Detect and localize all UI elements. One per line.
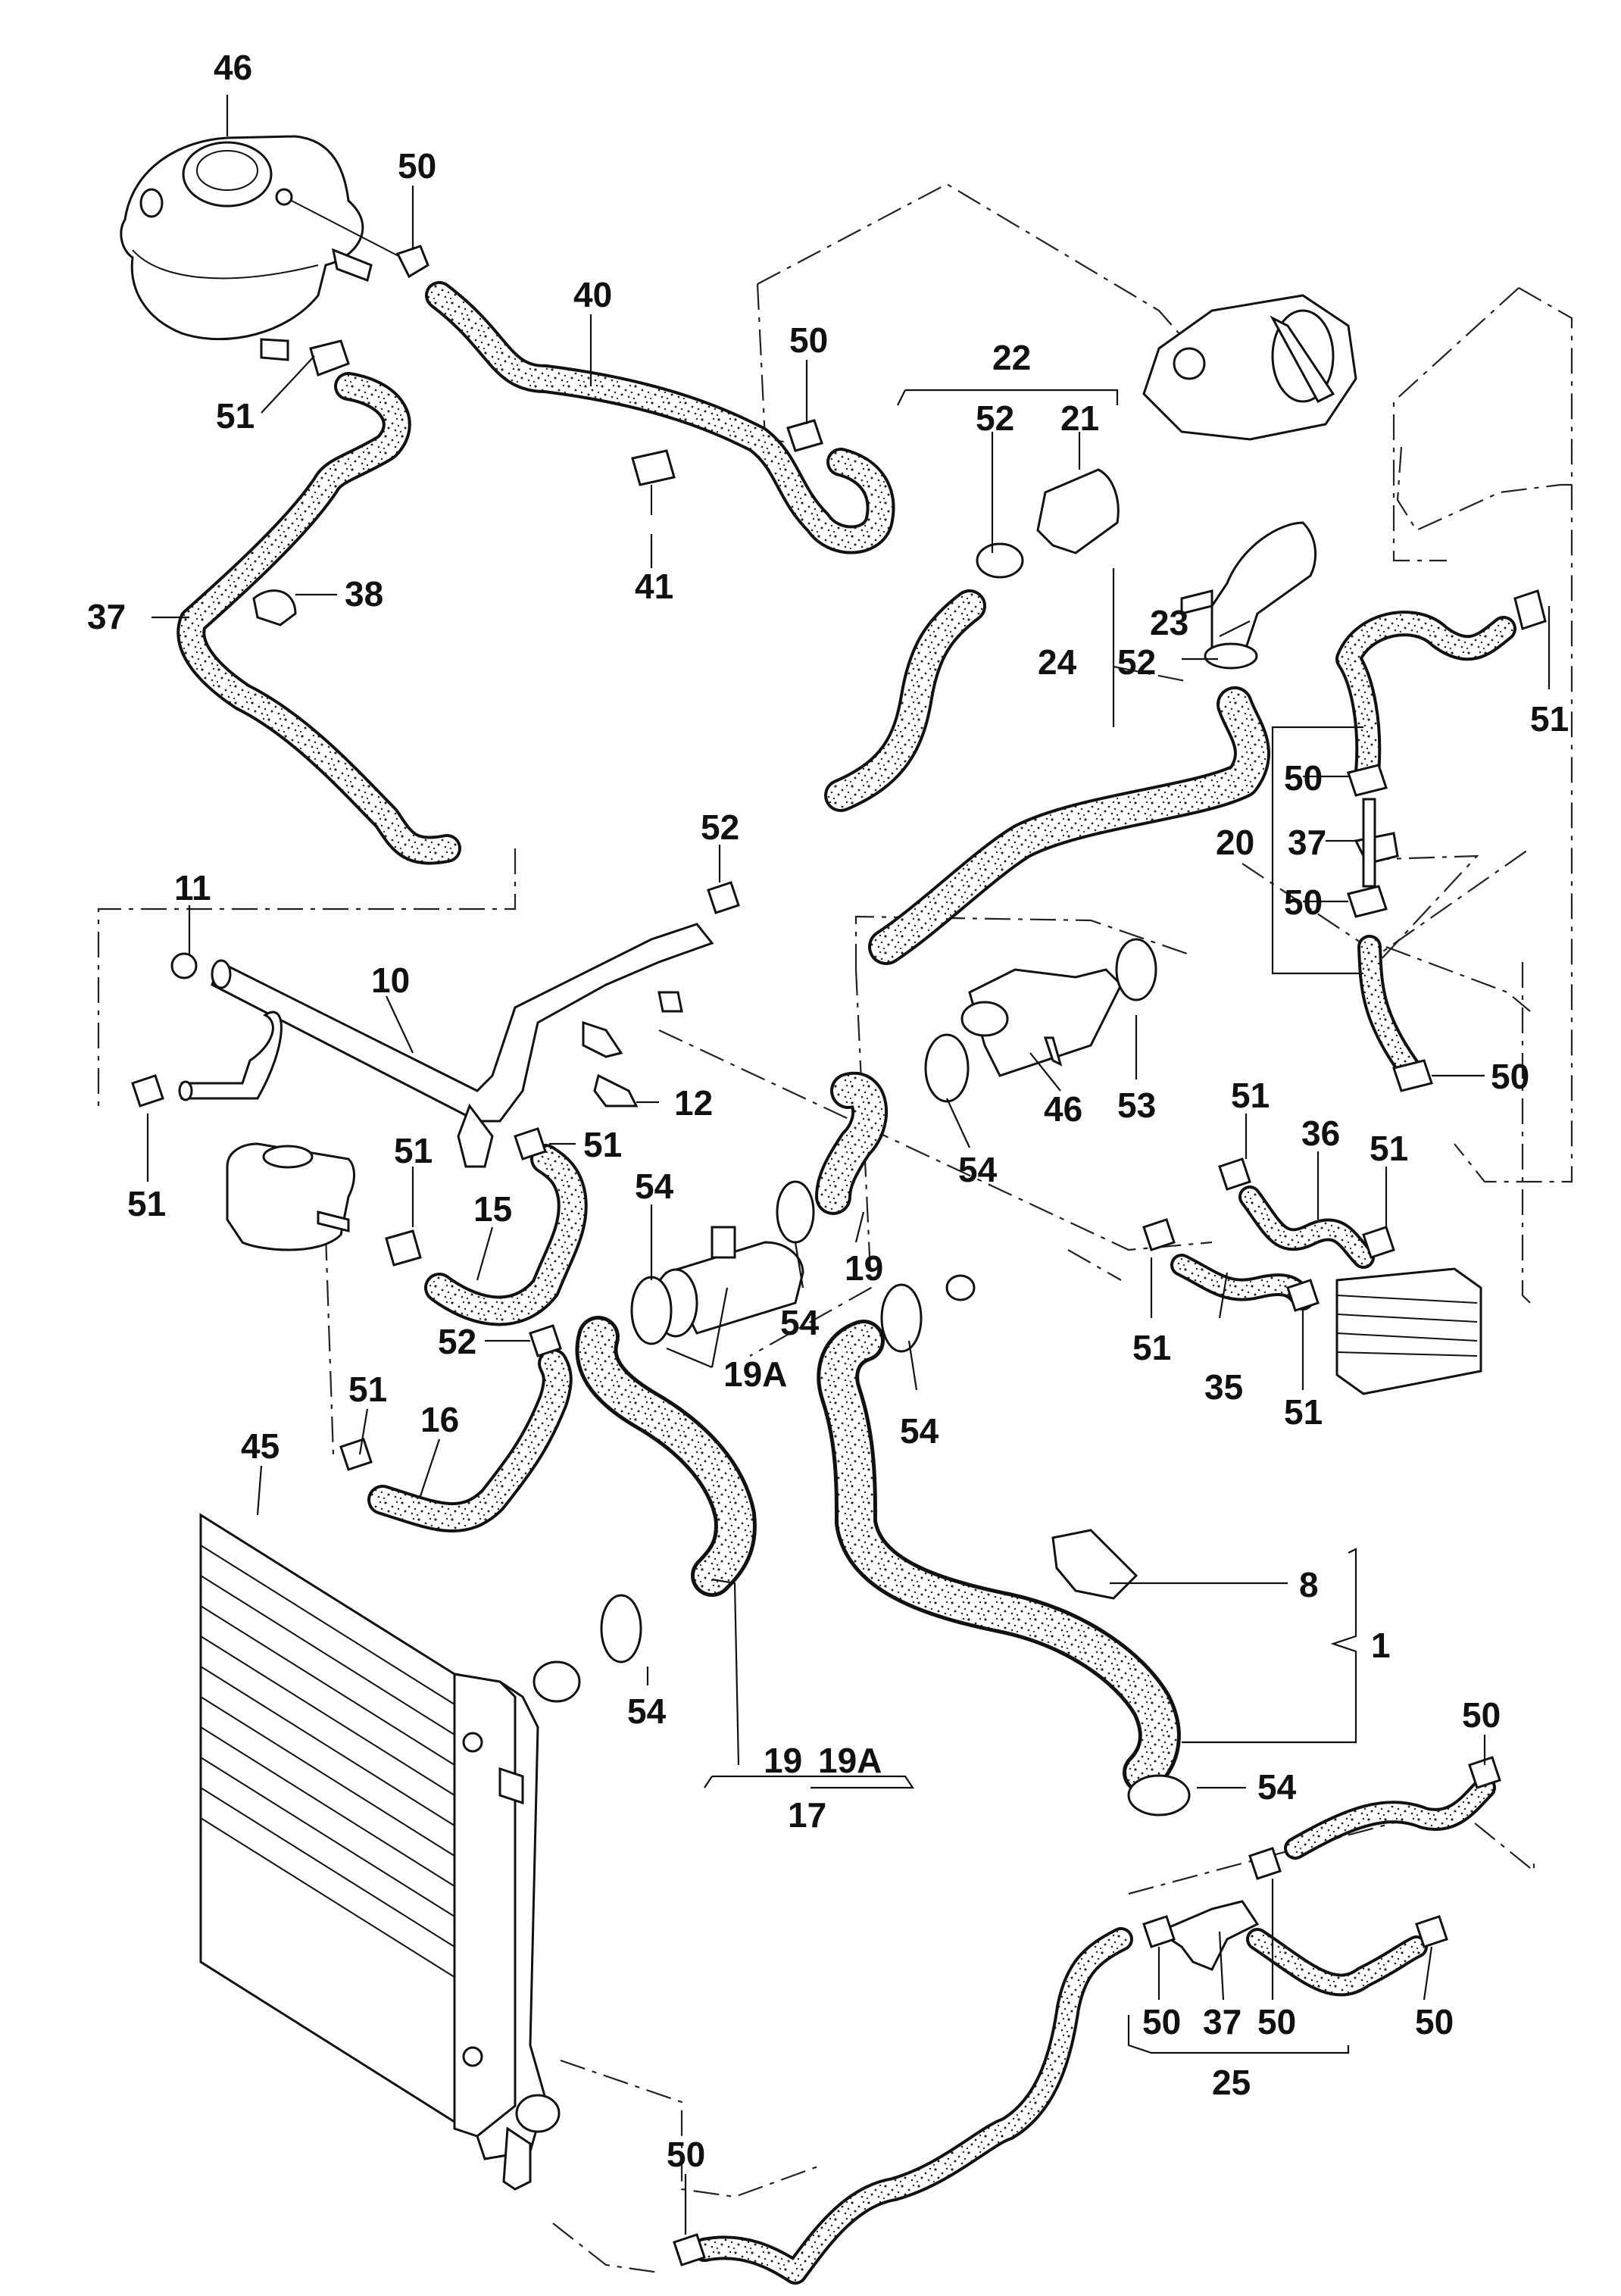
callout-52: 52 <box>438 1322 476 1361</box>
callout-37: 37 <box>1203 2002 1242 2041</box>
callout-20: 20 <box>1216 823 1254 862</box>
callout-52: 52 <box>976 398 1014 438</box>
callout-45: 45 <box>241 1426 280 1466</box>
callout-50: 50 <box>1284 882 1323 922</box>
callout-46: 46 <box>1044 1089 1082 1129</box>
callout-11: 11 <box>174 868 211 907</box>
callout-labels: 46 50 40 51 41 37 38 50 22 52 21 23 24 5… <box>87 48 1569 2174</box>
callout-40: 40 <box>573 275 612 314</box>
callout-19A: 19A <box>723 1354 787 1394</box>
callout-23: 23 <box>1150 603 1188 642</box>
callout-50: 50 <box>667 2135 705 2174</box>
callout-12: 12 <box>674 1083 713 1123</box>
callout-53: 53 <box>1117 1086 1156 1125</box>
callout-50: 50 <box>1415 2002 1454 2041</box>
callout-50: 50 <box>789 320 828 360</box>
callout-16: 16 <box>420 1400 459 1439</box>
callout-8: 8 <box>1299 1565 1319 1604</box>
callout-50: 50 <box>1142 2002 1181 2041</box>
callout-35: 35 <box>1204 1367 1243 1407</box>
callout-50: 50 <box>1462 1695 1501 1735</box>
callout-19A: 19A <box>818 1741 882 1780</box>
leader-lines <box>146 95 1551 2235</box>
callout-51: 51 <box>348 1370 387 1409</box>
callout-19: 19 <box>845 1248 883 1288</box>
callout-51: 51 <box>1132 1328 1171 1367</box>
callout-52: 52 <box>1117 642 1156 682</box>
callout-51: 51 <box>1370 1129 1408 1168</box>
callout-24: 24 <box>1038 642 1077 682</box>
callout-51: 51 <box>1530 699 1569 739</box>
callout-54: 54 <box>900 1411 939 1451</box>
callout-46: 46 <box>214 48 252 87</box>
callout-22: 22 <box>992 338 1031 377</box>
callout-52: 52 <box>701 808 739 847</box>
callout-1: 1 <box>1371 1626 1391 1665</box>
callout-37: 37 <box>1288 823 1326 862</box>
callout-51: 51 <box>127 1184 166 1223</box>
callout-25: 25 <box>1212 2063 1251 2102</box>
callout-38: 38 <box>345 574 383 614</box>
callout-37: 37 <box>87 597 126 636</box>
callout-51: 51 <box>583 1125 622 1164</box>
hoses <box>176 281 1516 2285</box>
callout-51: 51 <box>394 1131 433 1170</box>
callout-50: 50 <box>1257 2002 1296 2041</box>
callout-54: 54 <box>635 1167 674 1206</box>
expansion-tank <box>120 135 402 361</box>
callout-54: 54 <box>1257 1767 1297 1807</box>
callout-51: 51 <box>216 396 255 436</box>
callout-51: 51 <box>1284 1392 1323 1432</box>
rigid-parts <box>170 294 1482 2191</box>
callout-19: 19 <box>764 1741 802 1780</box>
callout-54: 54 <box>627 1692 667 1731</box>
callout-17: 17 <box>788 1795 826 1835</box>
callout-21: 21 <box>1060 398 1099 438</box>
callout-51: 51 <box>1231 1076 1270 1115</box>
clamps <box>131 245 1547 2266</box>
callout-36: 36 <box>1301 1114 1340 1153</box>
callout-54: 54 <box>958 1150 998 1189</box>
callout-50: 50 <box>1284 758 1323 798</box>
callout-41: 41 <box>635 567 673 606</box>
callout-10: 10 <box>371 961 410 1000</box>
callout-15: 15 <box>473 1189 512 1229</box>
callout-50: 50 <box>398 146 436 186</box>
callout-54: 54 <box>780 1303 820 1342</box>
dashed-reference-lines <box>97 183 1573 2274</box>
callout-50: 50 <box>1491 1057 1529 1096</box>
